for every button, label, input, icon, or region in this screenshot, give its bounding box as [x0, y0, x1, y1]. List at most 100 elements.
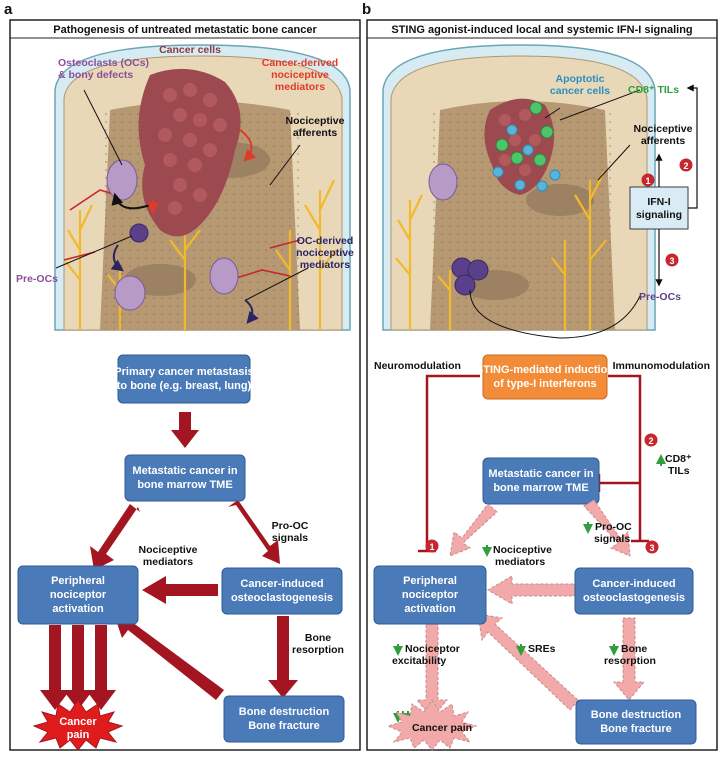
panel-a-label-osteoclasts-2: & bony defects [58, 69, 133, 81]
panel-b-title: STING agonist-induced local and systemic… [391, 24, 692, 36]
panel-a-tme-text-2: bone marrow TME [137, 479, 232, 491]
panel-a-label-cancer-mediators-1: Cancer-derived [262, 57, 338, 69]
panel-b-noci-med-label-1: Nociceptive [493, 544, 552, 556]
panel-a-osteo-box: Cancer-induced osteoclastogenesis [221, 567, 343, 615]
panel-b-sting-text-1: STING-mediated induction [476, 364, 614, 376]
panel-b-label-apoptotic-1: Apoptotic [556, 73, 605, 85]
panel-b-peripheral-text-1: Peripheral [403, 575, 457, 587]
panel-b-destruction-text-2: Bone fracture [600, 723, 672, 735]
panel-a-pro-oc-label-1: Pro-OC [272, 520, 309, 532]
panel-b-ifn-box: IFN-I signaling [629, 186, 689, 230]
panel-b-illus-badge-1-text: 1 [645, 176, 650, 186]
panel-a-title: Pathogenesis of untreated metastatic bon… [53, 24, 317, 36]
panel-b-apoptotic-cells [492, 124, 561, 192]
panel-b-pro-oc-label-2: signals [594, 533, 630, 545]
panel-a-label-cancer-mediators-3: mediators [275, 81, 325, 93]
panel-b-tme-text-2: bone marrow TME [493, 482, 588, 494]
panel-b-nerves [395, 171, 607, 330]
panel-a-osteo-text-2: osteoclastogenesis [231, 592, 333, 604]
panel-b-ifn-arrows [655, 84, 698, 287]
panel-b-illus-badge-2-text: 2 [683, 161, 688, 171]
panel-a-leader-lines [55, 89, 309, 301]
panel-b-frame [366, 19, 718, 751]
panel-a-destruction-text-2: Bone fracture [248, 720, 320, 732]
panel-b-sting-text-2: of type-I interferons [493, 378, 596, 390]
panel-b-neuromodulation-label: Neuromodulation [374, 360, 461, 372]
panel-a-label-afferents-2: afferents [293, 127, 338, 139]
panel-b-immunomodulation-label: Immunomodulation [613, 360, 710, 372]
panel-b-badge-1-text: 1 [429, 542, 434, 552]
panel-b-label-cd8-tils: CD8⁺ TILs [628, 84, 679, 96]
panel-a-pain-text-1: Cancer [59, 716, 97, 728]
panel-a-osteo-text-1: Cancer-induced [240, 578, 323, 590]
panel-b-pain-text: Cancer pain [412, 722, 472, 734]
panel-b-osteo-box: Cancer-induced osteoclastogenesis [574, 567, 694, 615]
panel-b-badge-1: 1 [425, 539, 439, 553]
panel-a-label-oc-mediators-3: mediators [300, 259, 350, 271]
panel-a-resorption-label-2: resorption [292, 644, 344, 656]
panel-b-resorption-label-1: Bone [621, 643, 647, 655]
panel-b-badge-2: 2 [644, 433, 658, 447]
panel-a-frame [9, 19, 361, 751]
panel-b-osteo-text-2: osteoclastogenesis [583, 592, 685, 604]
panel-a-tme-box: Metastatic cancer in bone marrow TME [124, 454, 246, 502]
panel-b-excit-label-1: Nociceptor [405, 643, 460, 655]
panel-a-flow-arrows [40, 412, 298, 710]
panel-b-peripheral-text-2: nociceptor [402, 589, 459, 601]
panel-a-label-cancer-cells: Cancer cells [159, 44, 221, 56]
panel-b-ifn-text-2: signaling [636, 209, 682, 221]
panel-b-noci-med-label-2: mediators [495, 556, 545, 568]
panel-a-label-cancer-mediators-2: nociceptive [271, 69, 329, 81]
panel-b-destruction-box: Bone destruction Bone fracture [575, 699, 697, 745]
panel-a-label-afferents-1: Nociceptive [286, 115, 345, 127]
panel-a-peripheral-text-2: nociceptor [50, 589, 107, 601]
panel-b-tme-box: Metastatic cancer in bone marrow TME [482, 457, 600, 505]
panel-a-peripheral-text-3: activation [52, 603, 104, 615]
panel-a-label-osteoclasts-1: Osteoclasts (OCs) [58, 57, 149, 69]
panel-b-illus-badge-1: 1 [641, 173, 655, 187]
panel-a-noci-med-label-1: Nociceptive [139, 544, 198, 556]
panel-b-cd8-label-2: TILs [668, 465, 690, 477]
panel-a-peripheral-text-1: Peripheral [51, 575, 105, 587]
panel-b-illus-badge-3: 3 [665, 253, 679, 267]
panel-b-cd8-label-1: CD8⁺ [665, 453, 692, 465]
panel-b-destruction-text-1: Bone destruction [591, 709, 682, 721]
panel-a-peripheral-box: Peripheral nociceptor activation [17, 565, 139, 625]
panel-b-faded-arrows [415, 499, 646, 719]
panel-b-cancer-pain-burst: Cancer pain [386, 699, 478, 751]
panel-b-illus-badge-3-text: 3 [669, 256, 674, 266]
panel-a-destruction-text-1: Bone destruction [239, 706, 330, 718]
panel-b-sting-box: STING-mediated induction of type-I inter… [476, 354, 614, 400]
panel-b-letter: b [362, 1, 371, 18]
panel-a-tme-text-1: Metastatic cancer in [132, 465, 237, 477]
panel-a-primary-box: Primary cancer metastasis to bone (e.g. … [114, 354, 254, 404]
panel-b-badge-2-text: 2 [648, 436, 653, 446]
panel-b-peripheral-text-3: activation [404, 603, 456, 615]
panel-b-label-pre-ocs: Pre-OCs [639, 291, 681, 303]
panel-b-resorption-label-2: resorption [604, 655, 656, 667]
panel-a-noci-med-label-2: mediators [143, 556, 193, 568]
panel-a-cancer-pain-burst: Cancer pain [32, 699, 124, 751]
panel-a-label-oc-mediators-2: nociceptive [296, 247, 354, 259]
panel-a-illustration-arrows [110, 129, 259, 324]
panel-a-letter: a [4, 1, 13, 18]
panel-b-pro-oc-label-1: Pro-OC [595, 521, 632, 533]
panel-b-badge-3-text: 3 [649, 543, 654, 553]
panel-a-destruction-box: Bone destruction Bone fracture [223, 695, 345, 743]
panel-b-inhibition-lines [418, 374, 649, 553]
panel-b-peripheral-box: Peripheral nociceptor activation [373, 565, 487, 625]
panel-b-leader-lines [469, 89, 641, 339]
panel-b-illus-badge-2: 2 [679, 158, 693, 172]
panel-b-osteoclast [428, 163, 458, 201]
panel-a-pain-text-2: pain [67, 729, 90, 741]
panel-a-primary-text-2: to bone (e.g. breast, lung) [117, 380, 252, 392]
panel-b-ifn-text-1: IFN-I [647, 196, 670, 208]
panel-a-resorption-label-1: Bone [305, 632, 331, 644]
panel-a-pro-oc-label-2: signals [272, 532, 308, 544]
panel-a-pre-oc-cell [129, 223, 149, 243]
panel-b-cd8-cells [495, 101, 554, 167]
panel-b-tme-text-1: Metastatic cancer in [488, 468, 593, 480]
panel-b-excit-label-2: excitability [392, 655, 446, 667]
panel-a-primary-text-1: Primary cancer metastasis [114, 366, 253, 378]
